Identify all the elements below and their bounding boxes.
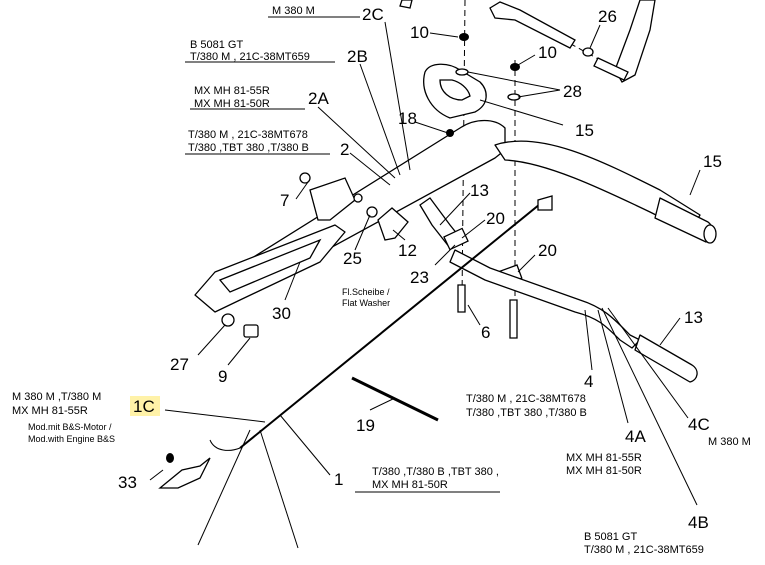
part-bolt-hole <box>353 193 363 203</box>
part-6-bolt-a <box>457 284 466 313</box>
callout-1: 1 <box>334 470 343 489</box>
callout-13-right: 13 <box>684 308 703 327</box>
part-12-knob <box>377 207 409 241</box>
callout-27: 27 <box>170 355 189 374</box>
callout-13-upper: 13 <box>470 181 489 200</box>
label-2b-line1: B 5081 GT <box>190 39 243 51</box>
callout-1c-highlight <box>130 396 160 416</box>
part-27-nut <box>221 313 235 327</box>
label-4b-line1: B 5081 GT <box>584 531 637 543</box>
label-washer-line1: Fl.Scheibe / <box>342 287 390 297</box>
label-2-line1: T/380 M , 21C-38MT678 <box>188 129 308 141</box>
part-4-lower-bar <box>449 249 641 349</box>
label-4a-line1: MX MH 81-55R <box>566 452 642 464</box>
part-30-arm-inner <box>218 238 322 293</box>
label-1-line1: T/380 ,T/380 B ,TBT 380 , <box>372 466 499 478</box>
part-15-upper-handle-inner <box>439 79 471 101</box>
label-1-line2: MX MH 81-50R <box>372 479 448 491</box>
callout-4a: 4A <box>625 427 646 446</box>
leader-lines <box>149 16 701 549</box>
part-20-clamp-left <box>443 227 469 251</box>
label-washer-line2: Flat Washer <box>342 298 390 308</box>
callout-25: 25 <box>343 249 362 268</box>
part-10-nut-right <box>510 63 520 71</box>
callout-10-top: 10 <box>410 23 429 42</box>
callout-2c: 2C <box>362 5 384 24</box>
part-33-clip <box>158 457 211 489</box>
part-15-grip-end <box>703 224 717 244</box>
callout-2a: 2A <box>308 89 329 108</box>
callout-20-upper: 20 <box>486 209 505 228</box>
part-33-clip-nub <box>166 453 174 463</box>
part-25-washer <box>366 206 378 218</box>
part-26-bracket <box>582 0 656 83</box>
label-4c: M 380 M <box>708 436 751 448</box>
label-2a-line2: MX MH 81-50R <box>194 98 270 110</box>
label-1c-line2: MX MH 81-55R <box>12 405 88 417</box>
callout-15-right: 15 <box>703 152 722 171</box>
part-top-fragment <box>489 1 576 49</box>
callout-23: 23 <box>410 268 429 287</box>
label-1c-line1: M 380 M ,T/380 M <box>12 391 101 403</box>
callout-15-upper: 15 <box>575 121 594 140</box>
part-6-bolt-b <box>509 299 518 339</box>
callout-26: 26 <box>598 7 617 26</box>
callout-9: 9 <box>218 367 227 386</box>
label-4-line2: T/380 ,TBT 380 ,T/380 B <box>466 407 587 419</box>
callout-12: 12 <box>398 241 417 260</box>
label-1c-line4: Mod.with Engine B&S <box>28 434 115 444</box>
label-4-line1: T/380 M , 21C-38MT678 <box>466 393 586 405</box>
callout-4c: 4C <box>688 415 710 434</box>
callout-18: 18 <box>398 109 417 128</box>
label-2c: M 380 M <box>272 5 315 17</box>
callout-7: 7 <box>280 191 289 210</box>
callout-4: 4 <box>584 372 593 391</box>
part-1-cable-hook <box>209 439 241 451</box>
label-4a-line2: MX MH 81-50R <box>566 465 642 477</box>
part-7-bracket <box>309 177 356 221</box>
callout-30: 30 <box>272 304 291 323</box>
part-9-cap <box>243 324 259 338</box>
part-1-cable-end <box>537 195 553 211</box>
callout-19: 19 <box>356 416 375 435</box>
part-19-rod <box>351 376 439 422</box>
callout-33: 33 <box>118 473 137 492</box>
callout-2b: 2B <box>347 47 368 66</box>
part-28-washer-a <box>455 68 469 76</box>
label-1c-line3: Mod.mit B&S-Motor / <box>28 422 112 432</box>
part-top-left-fragment <box>399 0 413 9</box>
part-18-bolt <box>446 129 454 137</box>
callout-4b: 4B <box>688 513 709 532</box>
part-1-cable <box>239 199 546 449</box>
part-7-bolt <box>299 172 311 184</box>
callout-1c: 1C <box>133 397 155 416</box>
callout-2: 2 <box>340 140 349 159</box>
callout-10-right: 10 <box>538 43 557 62</box>
callout-6: 6 <box>481 323 490 342</box>
label-2b-line2: T/380 M , 21C-38MT659 <box>190 51 310 63</box>
callout-28: 28 <box>563 82 582 101</box>
callout-20-right: 20 <box>538 241 557 260</box>
part-10-nut-top <box>459 33 469 41</box>
label-2-line2: T/380 ,TBT 380 ,T/380 B <box>188 142 309 154</box>
part-13-lower-grip <box>634 334 698 383</box>
label-2a-line1: MX MH 81-55R <box>194 85 270 97</box>
label-4b-line2: T/380 M , 21C-38MT659 <box>584 544 704 556</box>
